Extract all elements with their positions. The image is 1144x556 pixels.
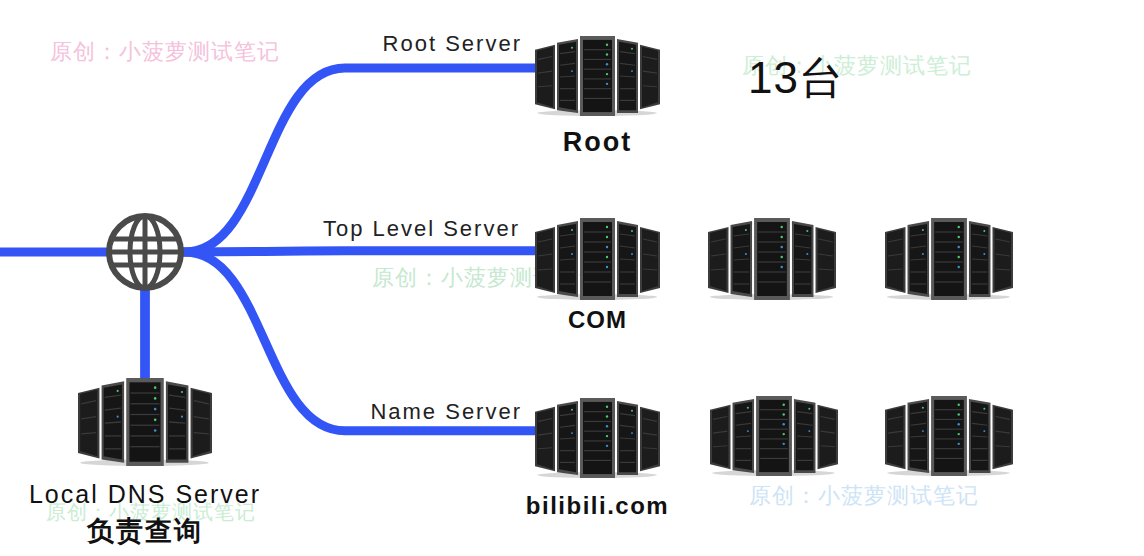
globe-icon — [105, 214, 185, 290]
server-icon — [535, 36, 660, 116]
server-node: Local DNS Server负责查询 — [78, 378, 212, 466]
server-node: bilibili.com — [535, 398, 660, 478]
edge-label: Root Server — [381, 31, 524, 56]
server-label: Local DNS Server — [29, 480, 261, 509]
server-label: Root — [563, 127, 632, 158]
server-icon — [710, 396, 838, 476]
edge-label: Name Server — [368, 399, 524, 424]
server-icon — [535, 398, 660, 478]
server-icon — [885, 218, 1013, 300]
server-node: Root — [535, 36, 660, 116]
server-note: 负责查询 — [87, 516, 203, 547]
server-icon — [78, 378, 212, 466]
server-icon — [885, 396, 1013, 476]
watermark: 原创：小菠萝测试笔记 — [50, 39, 280, 64]
edge-label: Top Level Server — [321, 216, 522, 241]
server-label: COM — [568, 306, 627, 334]
server-icon — [708, 218, 836, 300]
server-label: bilibili.com — [526, 492, 669, 520]
server-icon — [535, 218, 660, 300]
connector-line — [145, 68, 535, 378]
watermark: 原创：小菠萝测试笔记 — [749, 483, 979, 508]
count-label: 13台 — [748, 53, 844, 104]
server-node: COM — [535, 218, 660, 300]
